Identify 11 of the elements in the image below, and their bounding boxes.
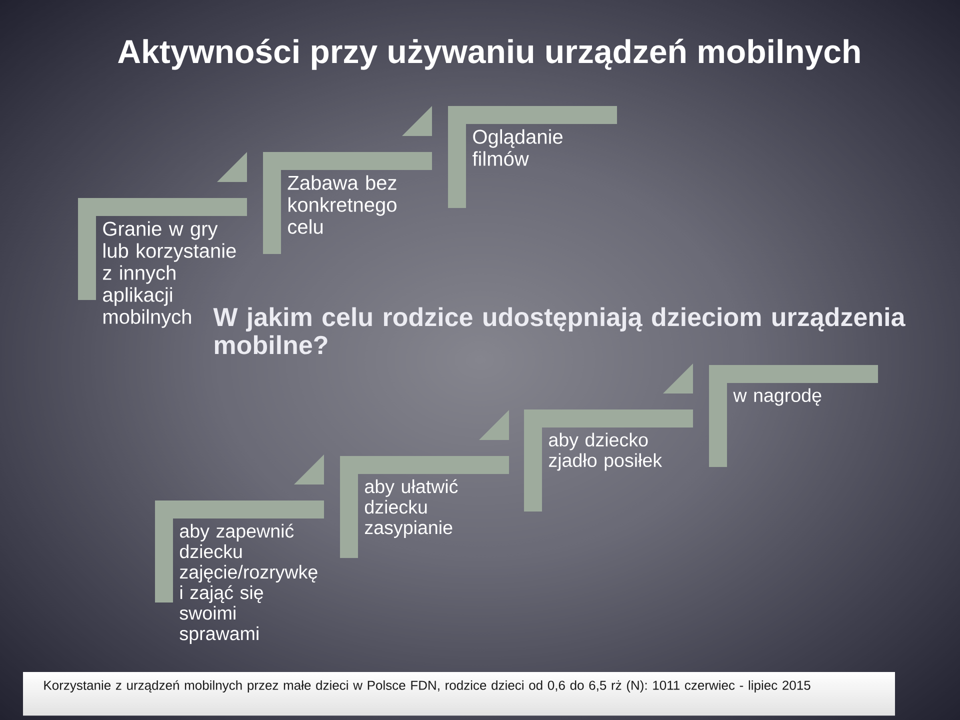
node-label: mobilnych xyxy=(104,309,191,328)
process-step: Zabawa bez konkretnego celu xyxy=(263,152,432,254)
source-note: Korzystanie z urządzeń mobilnych przez małe dzieci w Polsce FDN, rodzice dzieci od 0,6 do 6,5 rż (N): 1011 czerwiec - lipiec 2015 xyxy=(44,680,810,692)
process-step: aby ułatwić dziecku zasypianie xyxy=(340,456,509,558)
process-step: aby zapewnić dziecku zajęcie/rozrywkę i zająć się swoimi sprawami xyxy=(155,500,324,644)
process-step: w nagrodę xyxy=(709,365,878,467)
question-text: W jakim celu rodzice udostępniają dzieciom urządzenia mobilne? xyxy=(213,307,906,354)
process-step: Oglądanie filmów xyxy=(448,106,617,208)
process-step: aby dziecko zjadło posiłek xyxy=(524,410,693,512)
slide-title: Aktywności przy używaniu urządzeń mobilnych xyxy=(118,38,860,70)
node-label: swoimi sprawami xyxy=(180,606,258,644)
